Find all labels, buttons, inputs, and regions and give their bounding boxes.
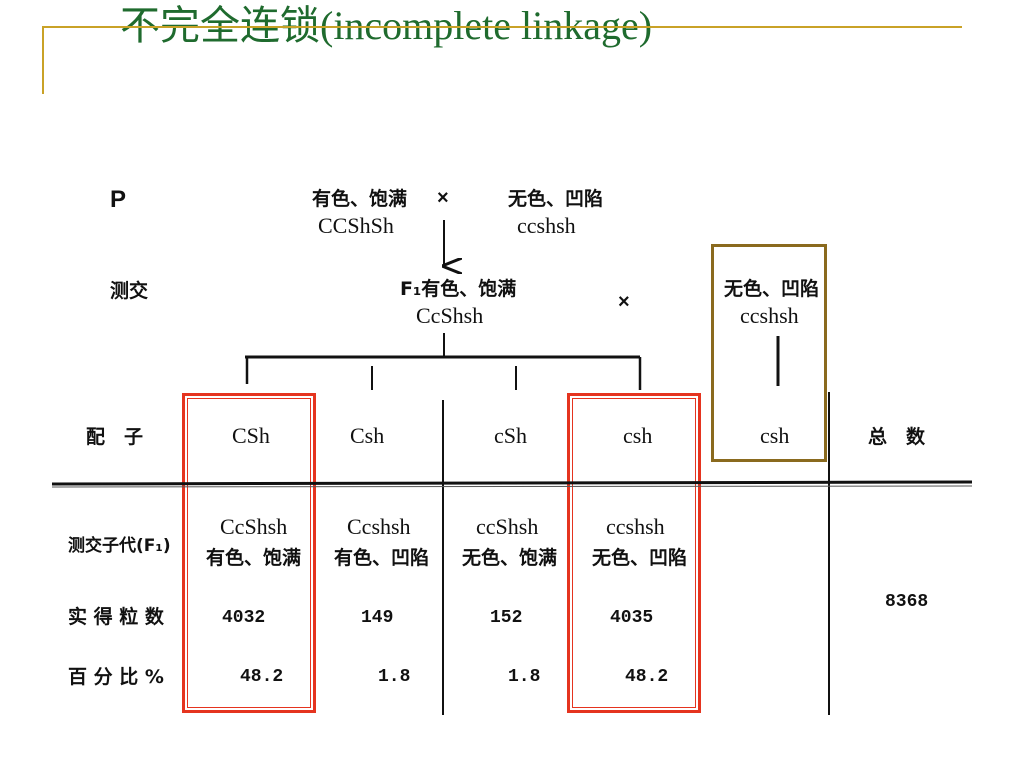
offspring-1-genotype: CcShsh (220, 514, 288, 539)
title-rule-horizontal (44, 26, 962, 28)
offspring-3-genotype: ccShsh (476, 514, 539, 539)
percent-1: 48.2 (240, 667, 284, 687)
tester-genotype: ccshsh (740, 303, 799, 328)
p1-phenotype: 有色、饱满 (312, 188, 408, 210)
testcross-label: 测交 (110, 280, 149, 302)
offspring-1-phenotype: 有色、饱满 (206, 547, 302, 569)
title-rule-vertical (42, 26, 44, 94)
gamete-label: 配 子 (86, 426, 144, 448)
p1-genotype: CCShSh (318, 213, 394, 238)
p2-genotype: ccshsh (517, 213, 576, 238)
parent-cross-symbol: × (437, 187, 449, 209)
offspring-label: 测交子代(F₁) (68, 536, 171, 556)
gamete-3: cSh (494, 423, 527, 448)
gamete-2: Csh (350, 423, 385, 448)
highlight-box-parental-2 (567, 393, 701, 713)
percent-label: 百 分 比 % (68, 666, 164, 688)
offspring-4-genotype: ccshsh (606, 514, 665, 539)
percent-3: 1.8 (508, 667, 541, 687)
count-3: 152 (490, 608, 523, 628)
highlight-box-parental-1 (182, 393, 316, 713)
tester-gamete: csh (760, 423, 790, 448)
gamete-1: CSh (232, 423, 270, 448)
p-label: P (110, 186, 127, 213)
percent-4: 48.2 (625, 667, 669, 687)
offspring-3-phenotype: 无色、饱满 (462, 547, 558, 569)
offspring-2-phenotype: 有色、凹陷 (334, 547, 430, 569)
testcross-symbol: × (618, 291, 630, 313)
count-2: 149 (361, 608, 394, 628)
total-count: 8368 (885, 592, 929, 612)
slide-title: 不完全连锁(incomplete linkage) (120, 3, 653, 48)
f1-genotype: CcShsh (416, 303, 484, 328)
count-1: 4032 (222, 608, 266, 628)
percent-2: 1.8 (378, 667, 411, 687)
gamete-4: csh (623, 423, 653, 448)
offspring-4-phenotype: 无色、凹陷 (592, 547, 688, 569)
count-label: 实 得 粒 数 (68, 606, 164, 628)
tester-box (711, 244, 827, 462)
tester-phenotype: 无色、凹陷 (724, 278, 820, 300)
p2-phenotype: 无色、凹陷 (508, 188, 604, 210)
total-label: 总 数 (868, 426, 926, 448)
offspring-2-genotype: Ccshsh (347, 514, 411, 539)
count-4: 4035 (610, 608, 654, 628)
f1-label: F₁有色、饱满 (400, 278, 517, 300)
